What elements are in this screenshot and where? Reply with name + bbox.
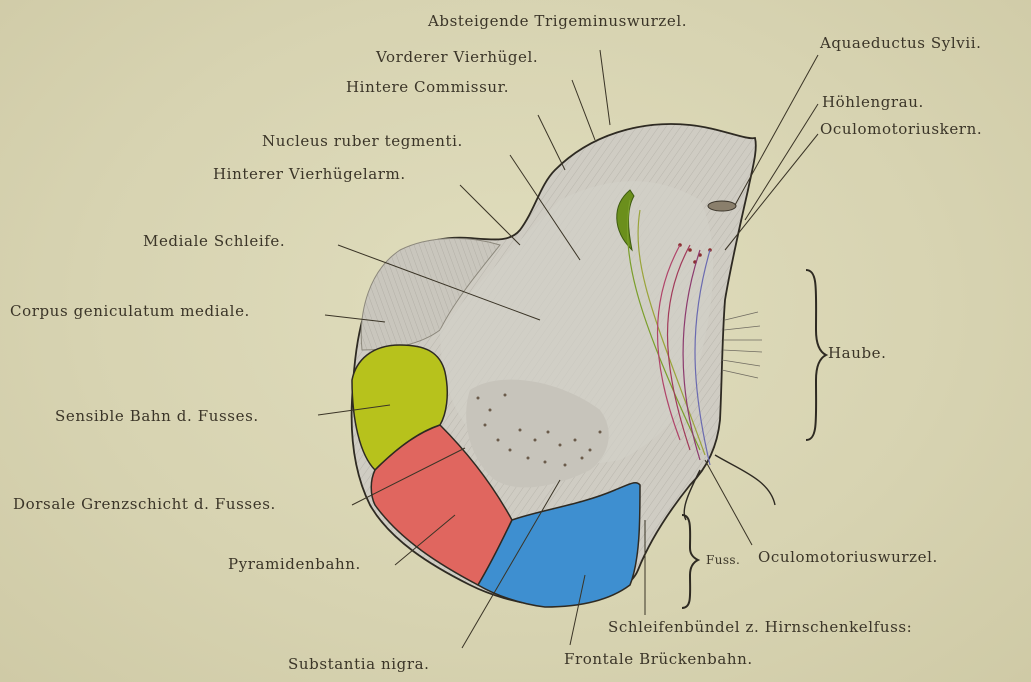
oculomotor-root-tail xyxy=(715,455,775,505)
label-nucleus-ruber: Nucleus ruber tegmenti. xyxy=(262,132,463,150)
label-hinterer-vierhuegelarm: Hinterer Vierhügelarm. xyxy=(213,165,406,183)
label-fuss: Fuss. xyxy=(706,553,740,567)
fuss-brace xyxy=(682,515,698,608)
label-schleifenbuendel: Schleifenbündel z. Hirnschenkelfuss: xyxy=(608,618,912,636)
label-hintere-commissur: Hintere Commissur. xyxy=(346,78,509,96)
label-mediale-schleife: Mediale Schleife. xyxy=(143,232,285,250)
label-substantia-nigra: Substantia nigra. xyxy=(288,655,430,673)
label-hoehlengrau: Höhlengrau. xyxy=(822,93,924,111)
label-sensible-bahn: Sensible Bahn d. Fusses. xyxy=(55,407,259,425)
label-vorderer-vierhuegel: Vorderer Vierhügel. xyxy=(376,48,538,66)
label-oculomotoriuskern: Oculomotoriuskern. xyxy=(820,120,982,138)
tegmentum-edge-fibers xyxy=(722,312,762,378)
label-pyramidenbahn: Pyramidenbahn. xyxy=(228,555,361,573)
label-frontale-brueckenbahn: Frontale Brückenbahn. xyxy=(564,650,753,668)
label-aquaeductus-sylvii: Aquaeductus Sylvii. xyxy=(820,34,982,52)
label-oculomotoriuswurzel: Oculomotoriuswurzel. xyxy=(758,548,938,566)
label-dorsale-grenzschicht: Dorsale Grenzschicht d. Fusses. xyxy=(13,495,276,513)
aquaeductus-sylvii-shape xyxy=(708,201,736,211)
label-haube: Haube. xyxy=(828,344,887,362)
label-absteigende-trigeminuswurzel: Absteigende Trigeminuswurzel. xyxy=(428,12,687,30)
haube-brace xyxy=(806,270,826,440)
label-corpus-geniculatum-mediale: Corpus geniculatum mediale. xyxy=(10,302,250,320)
